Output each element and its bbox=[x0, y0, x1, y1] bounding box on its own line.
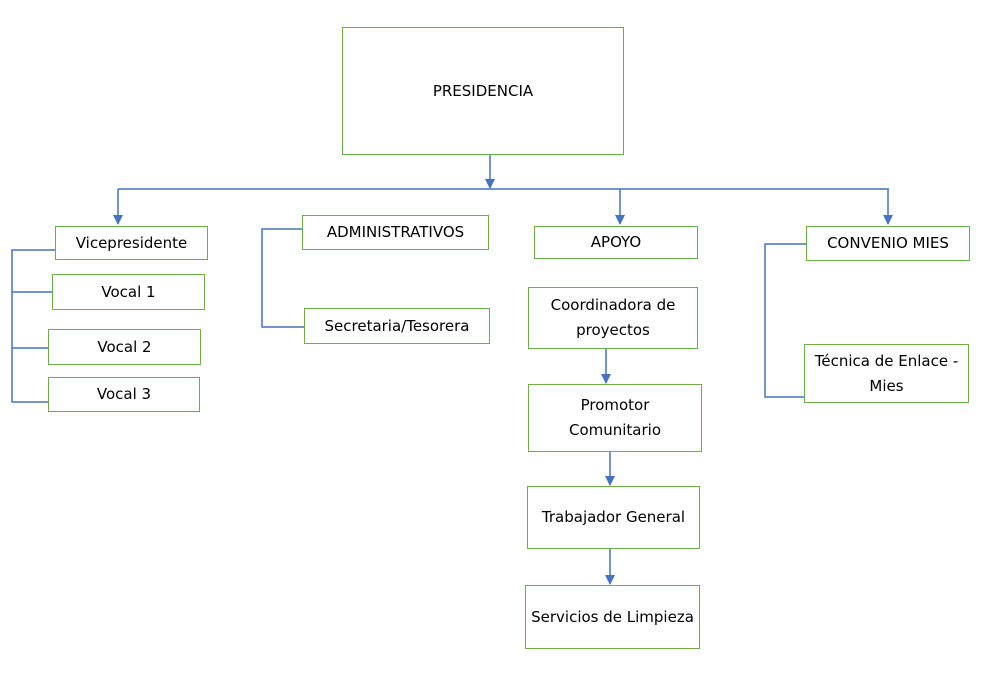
coordinadora-box: Coordinadora de proyectos bbox=[528, 287, 698, 349]
vocal-3-box: Vocal 3 bbox=[48, 377, 200, 412]
convenio-mies-label: CONVENIO MIES bbox=[827, 234, 949, 252]
promotor-box: Promotor Comunitario bbox=[528, 384, 702, 452]
convenio-mies-box: CONVENIO MIES bbox=[806, 226, 970, 261]
connector-convenio-mies-bracket bbox=[764, 243, 806, 398]
trabajador-label: Trabajador General bbox=[541, 508, 686, 526]
administrativos-label: ADMINISTRATIVOS bbox=[326, 223, 465, 241]
coordinadora-label: Coordinadora de proyectos bbox=[550, 296, 676, 339]
tecnica-enlace-label: Técnica de Enlace - Mies bbox=[814, 351, 959, 395]
vocal-3-label: Vocal 3 bbox=[96, 385, 152, 403]
vocal-2-box: Vocal 2 bbox=[48, 329, 201, 365]
trabajador-box: Trabajador General bbox=[527, 486, 700, 549]
tecnica-enlace-box: Técnica de Enlace - Mies bbox=[804, 344, 969, 403]
apoyo-label: APOYO bbox=[590, 233, 642, 251]
promotor-label: Promotor Comunitario bbox=[568, 396, 662, 439]
secretaria-tesorera-label: Secretaria/Tesorera bbox=[324, 316, 470, 335]
apoyo-box: APOYO bbox=[534, 226, 698, 259]
connector-administrativos-bracket bbox=[261, 228, 304, 328]
servicios-box: Servicios de Limpieza bbox=[525, 585, 700, 649]
connector-vicepresidente-bracket bbox=[11, 249, 55, 403]
administrativos-box: ADMINISTRATIVOS bbox=[302, 215, 489, 250]
presidencia-box: PRESIDENCIA bbox=[342, 27, 624, 155]
vocal-1-label: Vocal 1 bbox=[101, 282, 156, 301]
presidencia-label: PRESIDENCIA bbox=[432, 81, 534, 100]
vicepresidente-box: Vicepresidente bbox=[55, 226, 208, 260]
secretaria-tesorera-box: Secretaria/Tesorera bbox=[304, 308, 490, 344]
vocal-2-label: Vocal 2 bbox=[97, 337, 152, 356]
servicios-label: Servicios de Limpieza bbox=[531, 607, 694, 626]
vicepresidente-label: Vicepresidente bbox=[75, 233, 188, 252]
vocal-1-box: Vocal 1 bbox=[52, 274, 205, 310]
